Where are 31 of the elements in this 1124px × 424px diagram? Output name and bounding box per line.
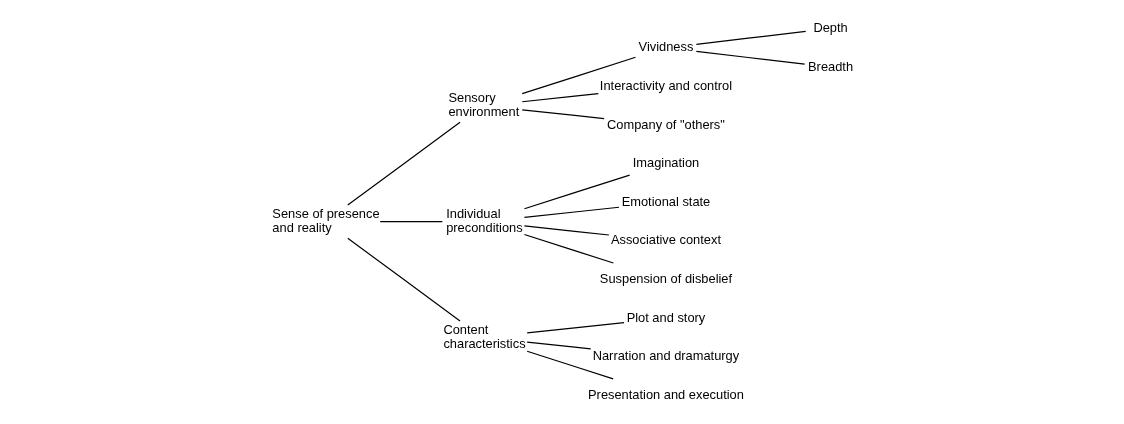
connector <box>526 322 625 334</box>
connector <box>523 174 630 210</box>
node-text: Associative context <box>610 232 721 248</box>
node-text: Imagination <box>632 155 699 171</box>
connector <box>521 56 636 95</box>
connector <box>523 225 610 236</box>
node-text: Sense of presence and reality <box>271 206 380 235</box>
node-text: Plot and story <box>626 309 705 325</box>
node-text: Content characteristics <box>442 322 526 351</box>
node-text: Interactivity and control <box>599 77 732 93</box>
node-text: Emotional state <box>621 193 710 209</box>
connector <box>521 93 599 103</box>
node-text: Vividness <box>638 39 693 55</box>
connector <box>526 350 614 380</box>
connector <box>346 237 461 322</box>
node-text: Breadth <box>807 58 853 74</box>
connector <box>526 341 591 350</box>
node-text: Narration and dramaturgy <box>592 348 739 364</box>
connector <box>695 30 806 45</box>
node-text: Suspension of disbelief <box>599 271 732 286</box>
connector <box>346 121 461 206</box>
node-text: Depth <box>812 19 848 35</box>
node-text: Company of "others" <box>606 116 725 132</box>
node-text: Presentation and execution <box>587 386 744 402</box>
node-text: Sensory environment <box>447 90 519 120</box>
connector <box>523 206 620 218</box>
node-text: Individual preconditions <box>445 206 523 235</box>
connector <box>379 221 443 223</box>
connector <box>521 109 605 120</box>
connector <box>695 50 805 65</box>
connector <box>523 233 614 264</box>
